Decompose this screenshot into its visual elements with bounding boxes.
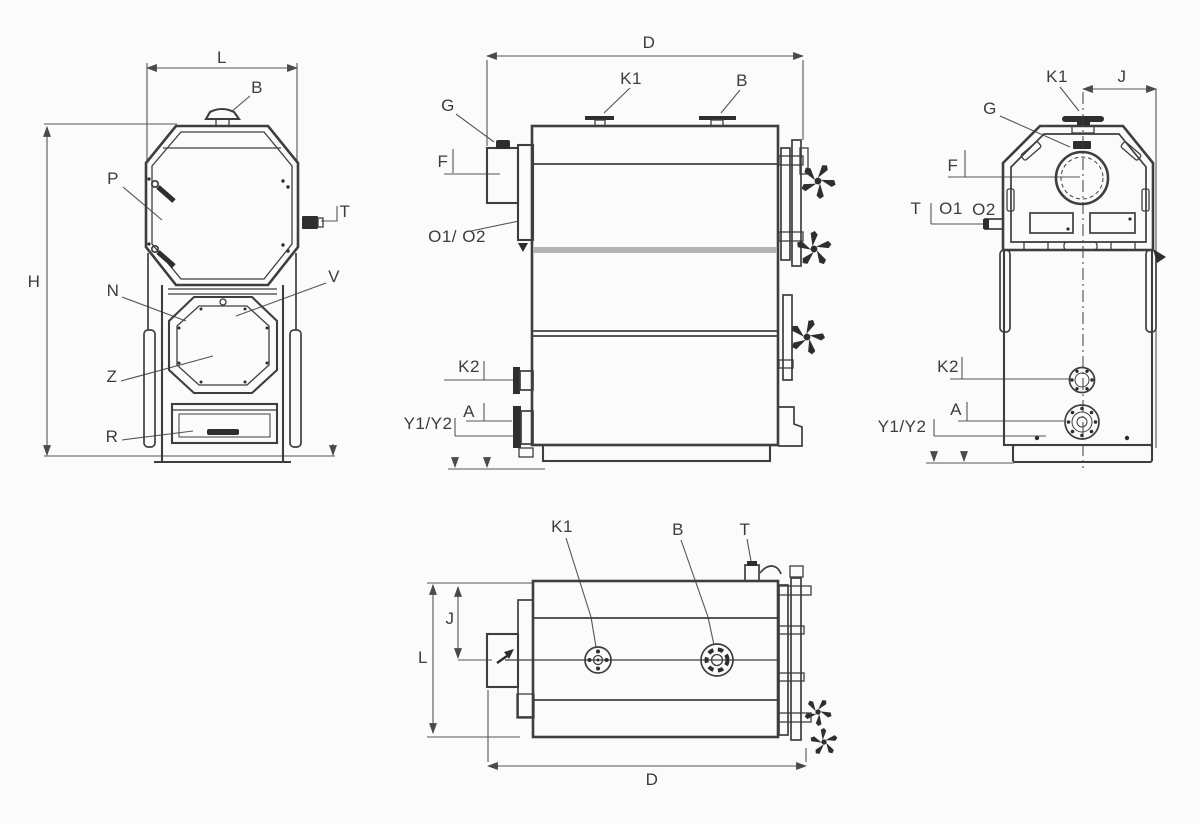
lower-door xyxy=(167,295,279,395)
rear-label-O2: O2 xyxy=(972,200,996,219)
ash-drawer xyxy=(170,402,279,445)
rear-label-A: A xyxy=(950,400,962,419)
front-label-door-N: N xyxy=(106,281,120,300)
front-view-drawing xyxy=(43,63,338,464)
rear-flange-assembly-top xyxy=(777,565,842,759)
side-label-K1: K1 xyxy=(620,69,642,88)
fitting-t-top xyxy=(744,561,782,582)
rear-label-O1: O1 xyxy=(939,199,963,218)
flange-k1-top xyxy=(584,646,612,674)
top-label-T: T xyxy=(739,520,751,539)
front-dimension-lines xyxy=(43,63,338,457)
rear-view-drawing xyxy=(926,85,1166,468)
side-label-G: G xyxy=(441,96,455,115)
flange-k2 xyxy=(1068,366,1096,394)
top-label-B: B xyxy=(672,520,684,539)
door-hinges xyxy=(147,177,176,268)
rear-label-G: G xyxy=(983,99,997,118)
chimney-box xyxy=(485,599,535,719)
rear-hinge-assembly xyxy=(778,139,841,381)
rear-label-T: T xyxy=(910,199,922,218)
rear-fitting-t xyxy=(983,218,1004,230)
rear-label-K1: K1 xyxy=(1046,67,1068,86)
front-label-valve-B: B xyxy=(251,78,263,97)
front-label-drawer-R: R xyxy=(105,427,119,446)
star-knob xyxy=(793,227,836,271)
base-plinth xyxy=(541,443,772,463)
top-label-K1: K1 xyxy=(551,517,573,536)
star-knob xyxy=(807,724,842,759)
front-label-fitting-T: T xyxy=(339,202,351,221)
top-fitting-b xyxy=(699,116,736,127)
rear-label-K2: K2 xyxy=(937,357,959,376)
flue-outlet-circle xyxy=(1054,141,1110,206)
top-label-J: J xyxy=(445,609,455,628)
front-label-V: V xyxy=(328,267,340,286)
side-label-K2: K2 xyxy=(458,357,480,376)
door-bolts xyxy=(281,179,290,253)
rear-label-Y1-Y2: Y1/Y2 xyxy=(877,417,927,436)
rear-label-F: F xyxy=(947,156,959,175)
flue-box xyxy=(485,140,535,252)
side-dimension-lines xyxy=(444,52,805,470)
side-label-B: B xyxy=(736,71,748,90)
top-label-L: L xyxy=(418,648,428,667)
front-label-width-L: L xyxy=(217,48,227,67)
front-label-door-P: P xyxy=(107,169,119,188)
rear-label-J: J xyxy=(1117,67,1127,86)
side-fitting-y xyxy=(513,406,534,458)
front-label-Z: Z xyxy=(106,367,118,386)
side-label-F: F xyxy=(437,152,449,171)
side-label-A: A xyxy=(463,402,475,421)
panel-slots xyxy=(1006,141,1150,212)
side-fitting-k2 xyxy=(513,367,534,394)
insulation-band xyxy=(533,247,777,253)
star-knob xyxy=(800,693,837,730)
top-dimension-lines xyxy=(427,537,808,770)
front-label-height-H: H xyxy=(27,272,41,291)
star-knob xyxy=(788,316,827,357)
top-fitting-k1 xyxy=(585,116,614,127)
flange-a-y xyxy=(1064,404,1100,440)
thermometer-fitting-t xyxy=(302,216,324,229)
rear-foot-bracket xyxy=(778,406,803,447)
vent-valve-b xyxy=(204,107,242,127)
flange-b-top xyxy=(700,643,734,677)
side-label-O1-O2: O1/ O2 xyxy=(428,227,486,246)
top-label-D: D xyxy=(645,770,659,789)
side-view-drawing xyxy=(444,52,841,470)
side-label-Y1-Y2: Y1/Y2 xyxy=(403,414,453,433)
top-view-drawing xyxy=(427,537,842,770)
side-label-depth-D: D xyxy=(642,33,656,52)
